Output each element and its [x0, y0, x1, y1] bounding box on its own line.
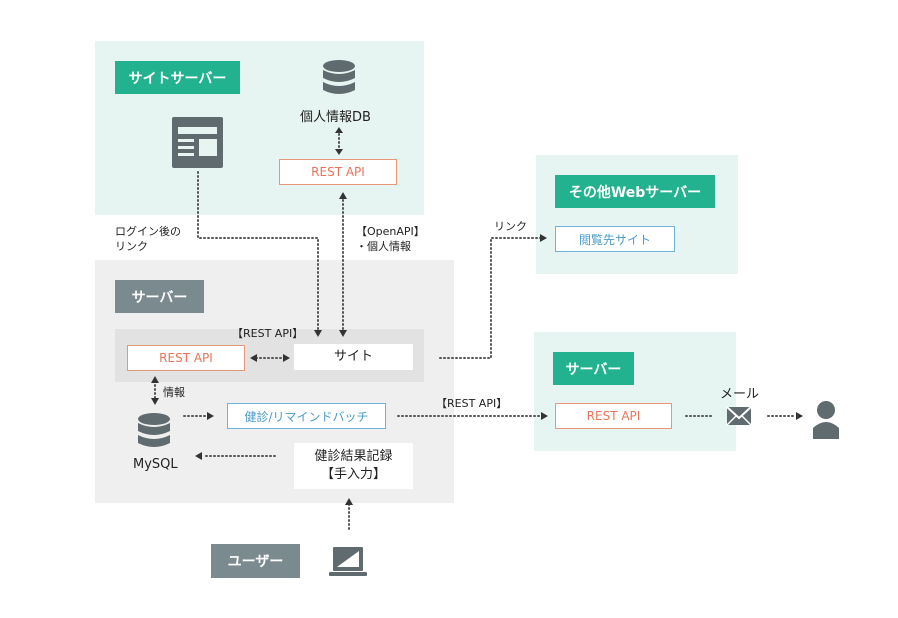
user-title: ユーザー — [211, 544, 300, 578]
server-title: サーバー — [115, 280, 204, 313]
login-link-connector — [197, 171, 319, 334]
link-arrow — [540, 234, 547, 242]
openapi-line1: 【OpenAPI】 — [356, 225, 425, 238]
mail-icon — [726, 406, 752, 426]
site-server-title: サイトサーバー — [115, 61, 240, 94]
mail-person-arrow — [796, 412, 803, 420]
openapi-arrow-up — [339, 192, 347, 199]
site-box: サイト — [294, 344, 413, 370]
db-rest-arrow-down — [335, 149, 343, 155]
login-link-arrow — [314, 330, 322, 337]
person-icon — [813, 401, 839, 439]
other-web-server-region — [536, 155, 738, 274]
info-arrow-down — [151, 398, 159, 405]
openapi-label: 【OpenAPI】 ・個人情報 — [356, 224, 425, 254]
right-server-rest-api: REST API — [555, 403, 672, 429]
rest-site-arrow-left — [250, 354, 257, 362]
target-site-box: 閲覧先サイト — [555, 226, 675, 252]
record-box: 健診結果記録 【手入力】 — [294, 443, 413, 489]
right-server-region — [534, 332, 736, 451]
db-label: 個人情報DB — [300, 110, 371, 125]
laptop-icon — [329, 547, 367, 576]
webpage-icon — [172, 117, 223, 168]
login-link-line1: ログイン後の — [115, 225, 181, 238]
mysql-database-icon — [138, 413, 170, 447]
rest-api-site-label: 【REST API】 — [232, 327, 304, 340]
login-link-label: ログイン後の リンク — [115, 224, 181, 254]
other-web-server-title: その他Webサーバー — [555, 175, 715, 208]
link-label: リンク — [494, 220, 527, 233]
database-icon — [323, 60, 355, 94]
rest-api-batch-label: 【REST API】 — [436, 397, 508, 410]
mysql-label: MySQL — [133, 457, 178, 472]
mysql-batch-arrow — [207, 412, 214, 420]
right-server-title: サーバー — [553, 352, 634, 385]
record-mysql-arrow — [195, 452, 202, 460]
db-rest-arrow-up — [335, 127, 343, 133]
user-record-arrow — [345, 498, 353, 505]
info-arrow-up — [151, 376, 159, 383]
openapi-arrow-down — [339, 330, 347, 337]
record-line1: 健診結果記録 — [314, 449, 393, 464]
server-rest-api: REST API — [127, 345, 245, 371]
record-line2: 【手入力】 — [320, 467, 386, 482]
login-link-line2: リンク — [115, 240, 148, 253]
batch-rest-arrow — [541, 412, 548, 420]
info-label: 情報 — [163, 386, 185, 399]
mail-label: メール — [720, 387, 760, 402]
link-connector — [439, 237, 543, 359]
rest-site-arrow-right — [283, 354, 290, 362]
site-server-rest-api: REST API — [279, 159, 397, 185]
openapi-line2: ・個人情報 — [356, 240, 411, 253]
batch-box: 健診/リマインドバッチ — [227, 403, 386, 429]
